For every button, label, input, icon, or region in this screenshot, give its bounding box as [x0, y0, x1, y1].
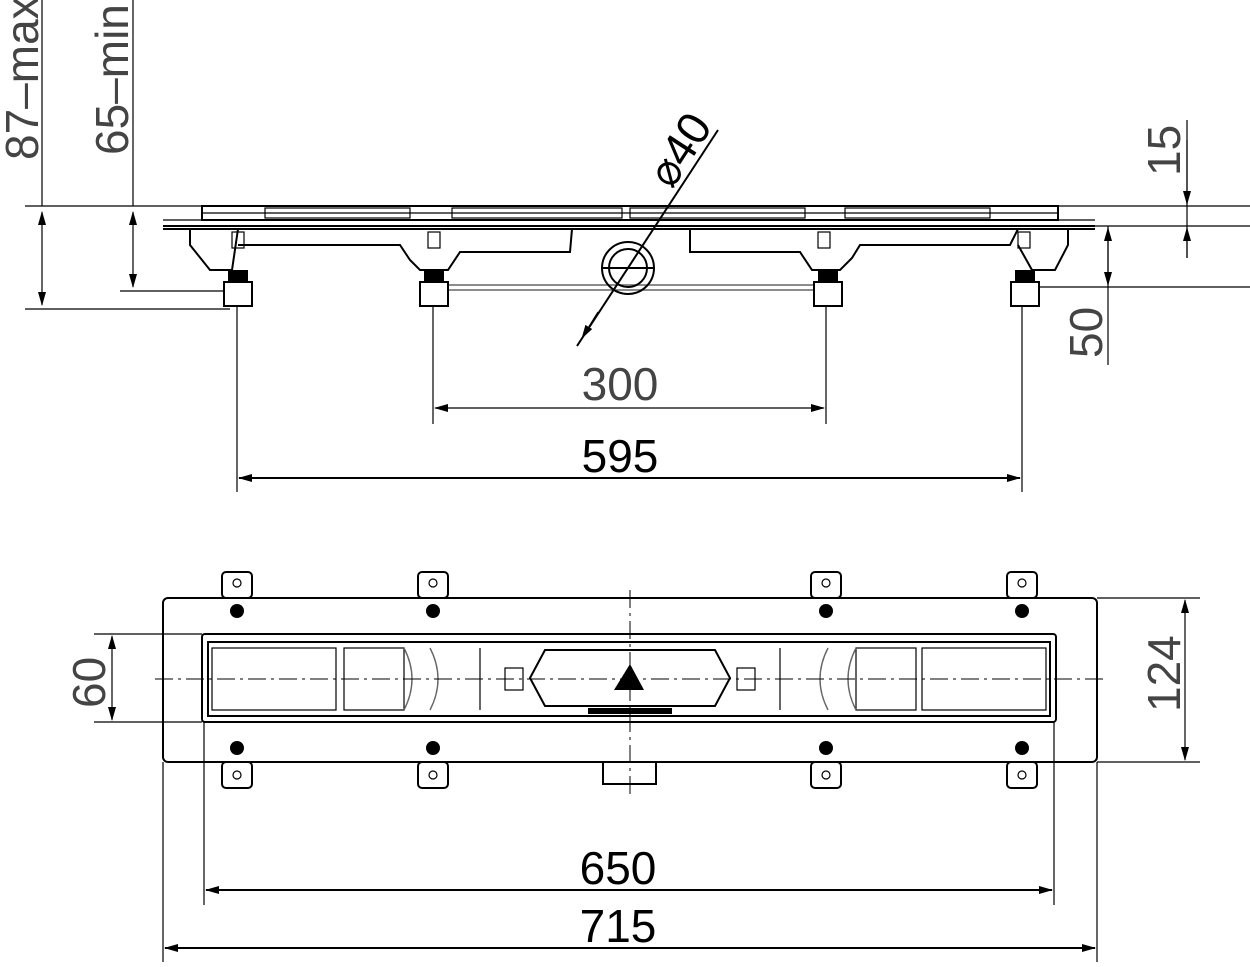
height-dimensions: 87–max 65–min: [0, 0, 138, 306]
width-dimensions: 60 124: [63, 597, 1200, 763]
top-offset-label: 15: [1138, 125, 1190, 176]
inner-width-label: 60: [63, 657, 115, 708]
inner-channel: [201, 633, 1057, 723]
channel-body: [189, 228, 1069, 291]
inner-channel-rim: [207, 641, 1051, 717]
foot-spacing-dimensions: 300 595: [236, 306, 1023, 492]
max-height-label: 87–max: [0, 0, 48, 160]
diameter-label: ⌀40: [637, 103, 722, 195]
inner-spacing-label: 300: [582, 358, 659, 410]
top-view: 60 124 650 715: [63, 571, 1200, 962]
inner-length-label: 650: [580, 842, 657, 894]
body-height-label: 50: [1060, 307, 1112, 358]
grate-sections: [211, 647, 1047, 714]
min-height-label: 65–min: [86, 4, 138, 155]
grate-strip: [163, 205, 1095, 230]
length-dimensions: 650 715: [162, 722, 1098, 962]
mounting-brackets: [221, 571, 1038, 789]
right-dimensions: 15 50: [1060, 120, 1191, 365]
overall-length-label: 715: [580, 900, 657, 952]
outlet-pipe: ⌀40: [576, 103, 722, 347]
outer-width-label: 124: [1138, 635, 1190, 712]
leveling-feet: [223, 270, 1040, 307]
outer-spacing-label: 595: [582, 430, 659, 482]
side-view: ⌀40 87–max 65–min 15 50: [0, 0, 1250, 492]
